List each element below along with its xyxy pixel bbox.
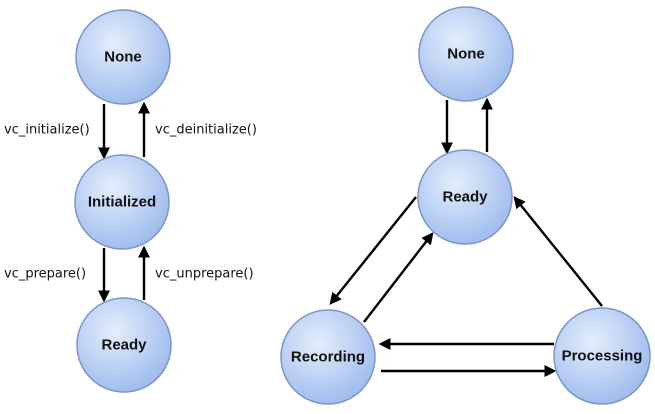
edge-ready-to-recording-arrow [329,196,417,305]
state-node-ready-left-label: Ready [101,337,147,354]
state-node-none-label: None [104,49,142,66]
edge-processing-to-ready-arrow [513,196,603,307]
edge-label-unprepare: vc_unprepare() [155,267,254,282]
state-node-initialized: Initialized [74,154,170,250]
state-node-recording-label: Recording [291,349,365,366]
edge-recording-to-ready-arrow [363,232,434,323]
state-node-recording: Recording [280,309,376,405]
state-node-ready-right-label: Ready [442,189,488,206]
edge-label-prepare: vc_prepare() [4,267,86,282]
state-node-none-right: None [418,6,514,102]
edge-label-deinitialize: vc_deinitialize() [155,123,257,138]
state-node-none: None [75,9,171,105]
state-node-processing: Processing [553,307,651,405]
right-state-diagram: None Ready Recording Processing [280,6,651,405]
left-state-diagram: None Initialized Ready vc_initialize() v… [4,9,257,393]
edge-label-initialize: vc_initialize() [4,123,90,138]
state-node-processing-label: Processing [562,348,643,365]
state-node-none-right-label: None [447,46,485,63]
state-node-initialized-label: Initialized [88,194,156,211]
state-node-ready-left: Ready [76,297,172,393]
state-node-ready-right: Ready [417,149,513,245]
